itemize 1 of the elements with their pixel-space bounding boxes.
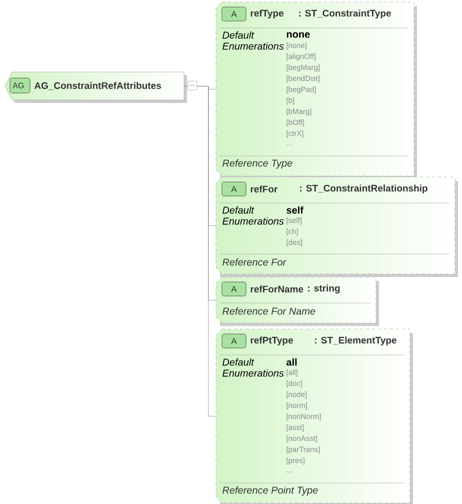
connector-line bbox=[184, 86, 216, 416]
